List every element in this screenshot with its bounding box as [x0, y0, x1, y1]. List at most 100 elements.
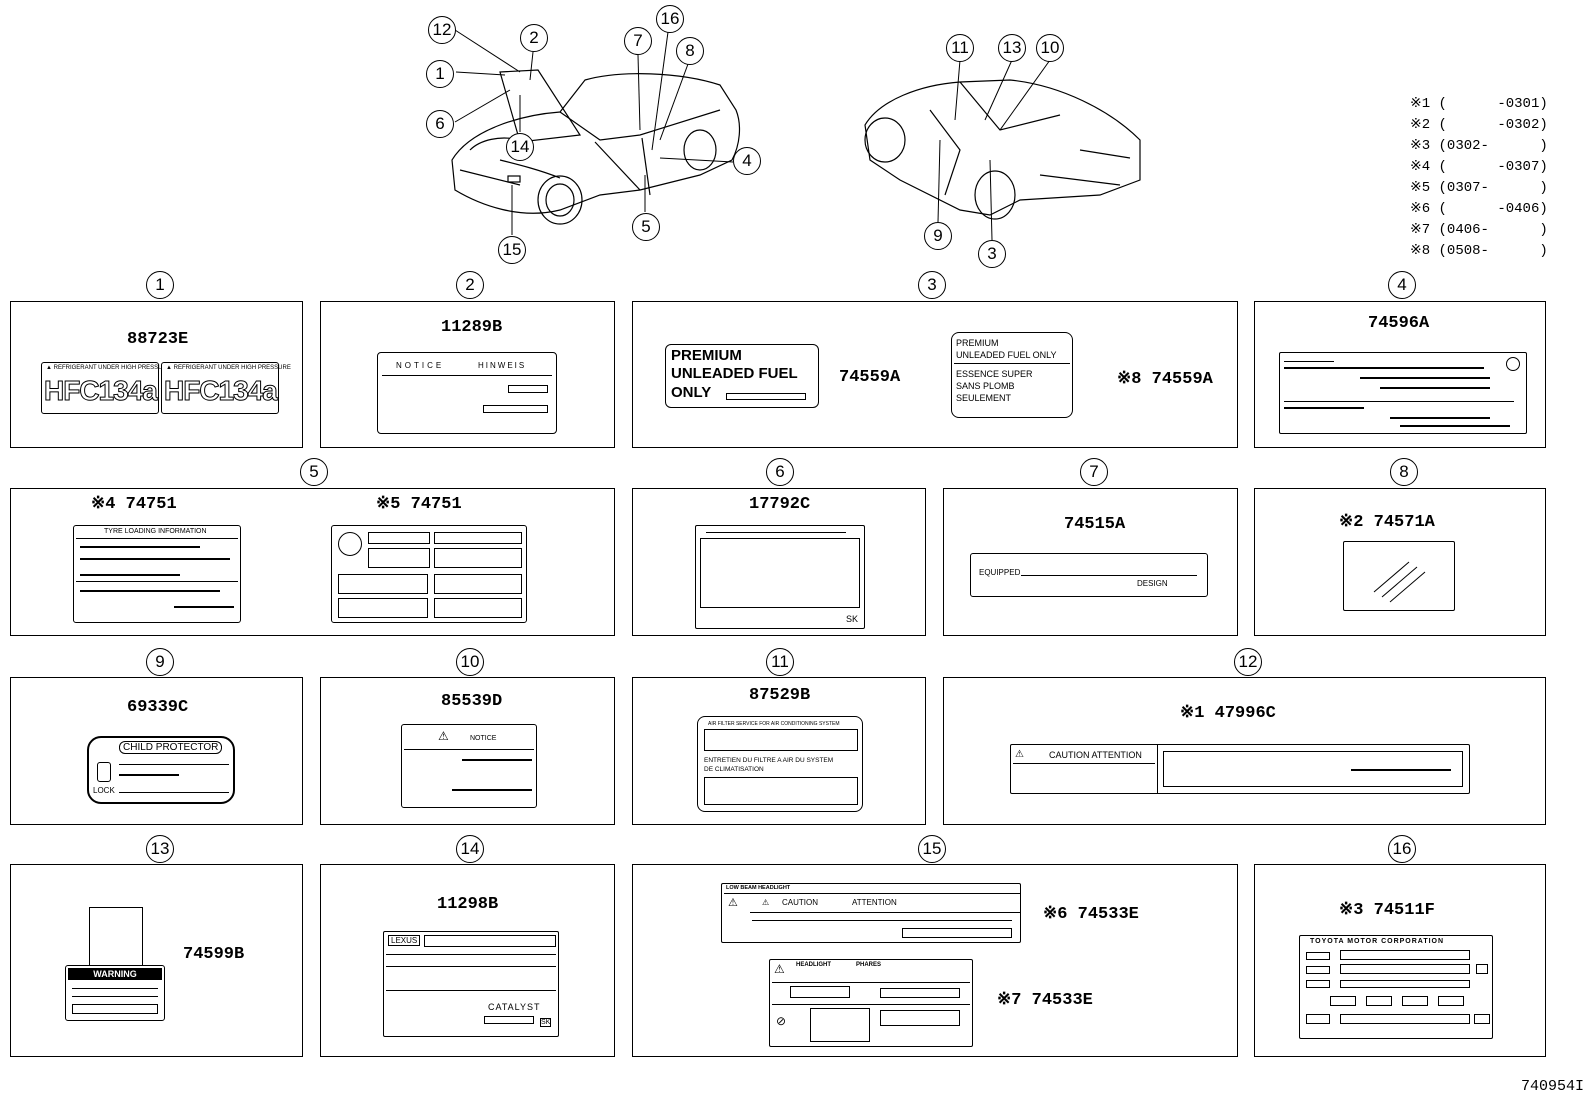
notice-text: NOTICE — [470, 735, 497, 742]
part-number: 69339C — [127, 698, 189, 717]
panel-number-7: 7 — [1080, 458, 1108, 486]
legend-line: ※2 ( -0302) — [1410, 117, 1548, 133]
label-tag — [89, 907, 143, 967]
notice-label-10: ⚠ NOTICE — [401, 724, 537, 808]
panel-number-16: 16 — [1388, 835, 1416, 863]
panel-number-10: 10 — [456, 648, 484, 676]
part-number-b: ※7 74533E — [997, 991, 1093, 1010]
part-number: 74596A — [1368, 314, 1430, 333]
label-panel-16[interactable]: ※3 74511F TOYOTA MOTOR CORPORATION — [1254, 864, 1546, 1057]
info-label-6: SK — [695, 525, 865, 629]
child-protector-text: CHILD PROTECTOR — [119, 741, 223, 754]
label-panel-4[interactable]: 74596A — [1254, 301, 1546, 448]
air-filter-text-fr2: DE CLIMATISATION — [704, 766, 764, 773]
label-panel-2[interactable]: 11289B NOTICE HINWEIS — [320, 301, 615, 448]
caution-label-12: ⚠ CAUTION ATTENTION — [1010, 744, 1470, 794]
emission-label: LEXUS CATALYST SK — [383, 931, 559, 1037]
legend-line: ※1 ( -0301) — [1410, 96, 1548, 112]
phares-text: PHARES — [856, 962, 882, 968]
label-panel-13[interactable]: WARNING 74599B — [10, 864, 303, 1057]
child-protector-label: CHILD PROTECTOR LOCK — [87, 736, 235, 804]
hfc-label-left: ▲ REFRIGERANT UNDER HIGH PRESSURE HFC134… — [41, 362, 171, 414]
legend-line: ※5 (0307- ) — [1410, 180, 1548, 196]
part-number: 11298B — [437, 895, 499, 914]
part-number: 85539D — [441, 692, 503, 711]
callout-9: 9 — [924, 222, 952, 250]
corporation-text: TOYOTA MOTOR CORPORATION — [1310, 938, 1445, 945]
part-number: 87529B — [749, 686, 811, 705]
air-filter-text-fr: ENTRETIEN DU FILTRE A AIR DU SYSTEM — [704, 757, 834, 764]
label-panel-14[interactable]: 11298B LEXUS CATALYST SK — [320, 864, 615, 1057]
design-text: DESIGN — [1137, 579, 1168, 588]
warning-triangle-icon: ⚠ — [728, 897, 738, 909]
hatch-mark — [1373, 561, 1426, 603]
panel-number-2: 2 — [456, 271, 484, 299]
air-filter-text: AIR FILTER SERVICE FOR AIR CONDITIONING … — [708, 721, 840, 727]
callout-8: 8 — [676, 37, 704, 65]
vin-plate-label: TOYOTA MOTOR CORPORATION — [1299, 935, 1493, 1039]
caution-text: CAUTION ATTENTION — [1049, 750, 1142, 760]
panel-number-12: 12 — [1234, 648, 1262, 676]
hinweis-text: HINWEIS — [478, 361, 527, 370]
car-front-view — [451, 69, 741, 225]
tire-title: TYRE LOADING INFORMATION — [104, 528, 207, 535]
label-panel-3[interactable]: PREMIUM UNLEADED FUEL ONLY 74559A PREMIU… — [632, 301, 1238, 448]
part-number: 17792C — [749, 495, 811, 514]
label-panel-11[interactable]: 87529B AIR FILTER SERVICE FOR AIR CONDIT… — [632, 677, 926, 825]
tire-label-b — [331, 525, 527, 623]
part-number-b: ※5 74751 — [376, 495, 462, 514]
part-number: 11289B — [441, 318, 503, 337]
callout-6: 6 — [426, 110, 454, 138]
info-label-4 — [1279, 352, 1527, 434]
part-number-a: ※4 74751 — [91, 495, 177, 514]
panel-number-6: 6 — [766, 458, 794, 486]
callout-12: 12 — [428, 16, 456, 44]
warning-text: WARNING — [68, 968, 162, 980]
warning-triangle-icon: ⚠ — [1015, 749, 1024, 760]
callout-4: 4 — [733, 147, 761, 175]
callout-5: 5 — [632, 213, 660, 241]
callout-7: 7 — [624, 27, 652, 55]
callout-1: 1 — [426, 60, 454, 88]
panel-number-11: 11 — [766, 648, 794, 676]
headlight-text: HEADLIGHT — [796, 962, 831, 968]
callout-10: 10 — [1036, 34, 1064, 62]
part-number: ※3 74511F — [1339, 901, 1435, 920]
car-rear-view — [864, 79, 1141, 220]
callout-11: 11 — [946, 34, 974, 62]
legend-line: ※3 (0302- ) — [1410, 138, 1548, 154]
hfc-text: HFC134a — [164, 375, 279, 407]
unleaded-text: UNLEADED FUEL — [671, 365, 798, 382]
headlight-label-b: ⚠ HEADLIGHT PHARES ⊘ — [769, 959, 973, 1047]
label-line: UNLEADED FUEL ONLY — [956, 350, 1057, 360]
panel-number-15: 15 — [918, 835, 946, 863]
label-panel-10[interactable]: 85539D ⚠ NOTICE — [320, 677, 615, 825]
low-beam-text: LOW BEAM HEADLIGHT — [726, 885, 791, 891]
callout-16: 16 — [656, 5, 684, 33]
glass-label — [1343, 541, 1455, 611]
legend-line: ※7 (0406- ) — [1410, 222, 1548, 238]
label-line: PREMIUM — [956, 338, 999, 348]
label-panel-15[interactable]: LOW BEAM HEADLIGHT ⚠ ⚠ CAUTION ATTENTION… — [632, 864, 1238, 1057]
brand-text: LEXUS — [388, 935, 421, 946]
label-panel-9[interactable]: 69339C CHILD PROTECTOR LOCK — [10, 677, 303, 825]
label-panel-7[interactable]: 74515A EQUIPPED DESIGN — [943, 488, 1238, 636]
callout-13: 13 — [998, 34, 1026, 62]
premium-fuel-label: PREMIUM UNLEADED FUEL ONLY — [665, 344, 819, 408]
catalyst-text: CATALYST — [488, 1002, 541, 1012]
label-panel-5[interactable]: ※4 74751 TYRE LOADING INFORMATION ※5 747… — [10, 488, 615, 636]
sk-mark: SK — [845, 614, 858, 624]
only-text: ONLY — [671, 384, 712, 401]
callout-3: 3 — [978, 240, 1006, 268]
label-panel-6[interactable]: 17792C SK — [632, 488, 926, 636]
label-panel-12[interactable]: ※1 47996C ⚠ CAUTION ATTENTION — [943, 677, 1546, 825]
panel-number-1: 1 — [146, 271, 174, 299]
label-line: SANS PLOMB — [956, 381, 1015, 391]
air-filter-label: AIR FILTER SERVICE FOR AIR CONDITIONING … — [697, 716, 863, 812]
service-icon: ⊘ — [776, 1014, 787, 1028]
label-panel-1[interactable]: 88723E ▲ REFRIGERANT UNDER HIGH PRESSURE… — [10, 301, 303, 448]
warning-label-13: WARNING — [65, 965, 165, 1021]
legend-line: ※4 ( -0307) — [1410, 159, 1548, 175]
label-panel-8[interactable]: ※2 74571A — [1254, 488, 1546, 636]
